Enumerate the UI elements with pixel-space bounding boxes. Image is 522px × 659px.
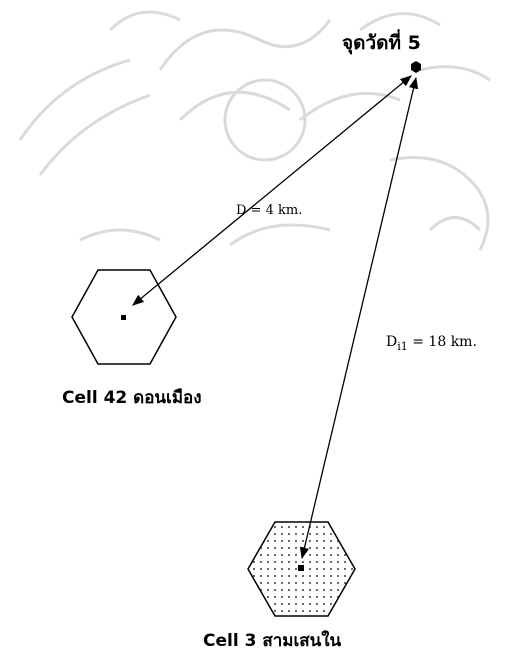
distance-far-label: Di1 = 18 km. (386, 334, 477, 353)
cell-near-label: Cell 42 ดอนเมือง (62, 388, 202, 408)
measure-point-marker (411, 61, 421, 73)
measure-point-label: จุดวัดที่ 5 (342, 32, 421, 54)
distance-far-arrow (299, 76, 419, 560)
cell-near-center (121, 315, 126, 320)
distance-near-arrow (132, 75, 412, 306)
distance-near-label: D = 4 km. (236, 203, 303, 218)
cell-far-label: Cell 3 สามเสนใน (203, 631, 342, 651)
cell-far-center (298, 565, 304, 571)
